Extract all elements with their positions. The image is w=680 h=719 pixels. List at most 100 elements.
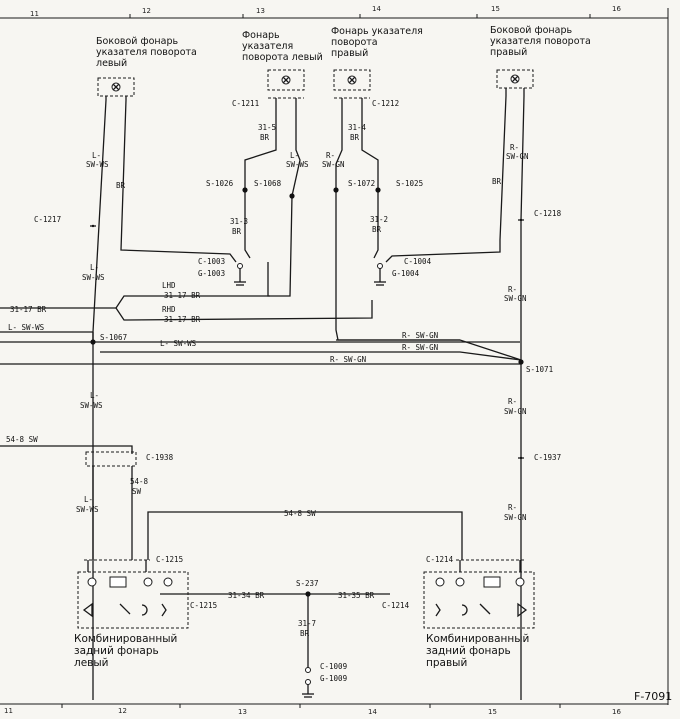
wire-swgn-rear: SW-GN bbox=[504, 513, 527, 522]
label-s1072: S-1072 bbox=[348, 179, 375, 188]
wire-br-3: BR bbox=[232, 227, 242, 236]
wire-swgn-s1071: SW-GN bbox=[504, 407, 527, 416]
label-g1009: G-1009 bbox=[320, 674, 347, 683]
wire-314: 31-4 bbox=[348, 123, 367, 132]
svg-text:задний фонарь: задний фонарь bbox=[426, 645, 511, 657]
wire-r-rear: R- bbox=[508, 503, 517, 512]
rear-lamp-left bbox=[77, 559, 189, 629]
svg-text:левый: левый bbox=[74, 657, 108, 669]
wire-swgn-front-right: SW-GN bbox=[322, 160, 345, 169]
wire-sw-vert: SW bbox=[132, 487, 142, 496]
label-c1003: C-1003 bbox=[198, 257, 225, 266]
side-lamp-left bbox=[97, 77, 135, 97]
label-s1067: S-1067 bbox=[100, 333, 127, 342]
wire-548-mid: 54-8 SW bbox=[284, 509, 316, 518]
svg-text:левый: левый bbox=[96, 58, 127, 69]
grid-top-13: 13 bbox=[256, 7, 265, 15]
wire-3117-left: 31-17 BR bbox=[10, 305, 47, 314]
title-front-right: Фонарь указателя поворота правый bbox=[331, 26, 423, 59]
wire-br-5: BR bbox=[300, 629, 310, 638]
label-s1071: S-1071 bbox=[526, 365, 553, 374]
grid-bottom-12: 12 bbox=[118, 707, 127, 715]
grid-top-12: 12 bbox=[142, 7, 151, 15]
splice-s1068 bbox=[289, 193, 295, 199]
label-c1215-top: C-1215 bbox=[156, 555, 183, 564]
front-lamp-left bbox=[267, 69, 305, 99]
wire-swws-rear: SW-WS bbox=[76, 505, 99, 514]
wire-l-rear: L- bbox=[84, 495, 93, 504]
label-c1937: C-1937 bbox=[534, 453, 561, 462]
label-s1025: S-1025 bbox=[396, 179, 423, 188]
wire-315: 31-5 bbox=[258, 123, 276, 132]
ground-g1009 bbox=[302, 667, 314, 698]
grid-top-11: 11 bbox=[30, 10, 39, 18]
svg-text:Фонарь: Фонарь bbox=[242, 30, 280, 41]
wire-swws-side-left: SW-WS bbox=[86, 160, 109, 169]
label-c1004: C-1004 bbox=[404, 257, 432, 266]
grid-top-15: 15 bbox=[491, 5, 500, 13]
label-c1217: C-1217 bbox=[34, 215, 61, 224]
label-g1004: G-1004 bbox=[392, 269, 420, 278]
wire-3117-lhd: 31-17 BR bbox=[164, 291, 201, 300]
label-g1003: G-1003 bbox=[198, 269, 225, 278]
wire-r-front-right: R- bbox=[326, 151, 335, 160]
splice-s1072 bbox=[333, 187, 339, 193]
label-s237: S-237 bbox=[296, 579, 319, 588]
label-c1211: C-1211 bbox=[232, 99, 259, 108]
wire-l-side-left: L- bbox=[92, 151, 101, 160]
wire-br-1: BR bbox=[260, 133, 270, 142]
wire-br-side-left: BR bbox=[116, 181, 126, 190]
wire-548-left: 54-8 SW bbox=[6, 435, 38, 444]
wire-r-c1218: R- bbox=[508, 285, 517, 294]
svg-text:поворота левый: поворота левый bbox=[242, 52, 323, 63]
svg-text:указателя: указателя bbox=[242, 41, 293, 52]
label-c1938: C-1938 bbox=[146, 453, 174, 462]
wire-313: 31-3 bbox=[230, 217, 248, 226]
connector-c1217 bbox=[90, 224, 96, 228]
front-lamp-right bbox=[333, 69, 371, 99]
wire-swgn-side-right: SW-GN bbox=[506, 152, 529, 161]
grid-bottom-15: 15 bbox=[488, 708, 497, 716]
grid-bottom-13: 13 bbox=[238, 708, 247, 716]
splice-s237 bbox=[305, 591, 311, 597]
wire-3134: 31-34 BR bbox=[228, 591, 265, 600]
wire-swgn-c1218: SW-GN bbox=[504, 294, 527, 303]
grid-top-14: 14 bbox=[372, 5, 381, 13]
wire-r-s1071: R- bbox=[508, 397, 517, 406]
title-side-left: Боковой фонарь указателя поворота левый bbox=[96, 36, 197, 69]
wire-3135: 31-35 BR bbox=[338, 591, 375, 600]
splice-s1071 bbox=[518, 359, 524, 365]
wire-br-side-right: BR bbox=[492, 177, 502, 186]
svg-text:поворота: поворота bbox=[331, 37, 378, 48]
wire-rswgn-a: R- SW-GN bbox=[402, 331, 438, 340]
side-lamp-right bbox=[496, 69, 534, 89]
wire-br-4: BR bbox=[372, 225, 382, 234]
label-c1212: C-1212 bbox=[372, 99, 399, 108]
label-c1214-top: C-1214 bbox=[426, 555, 454, 564]
wire-l-s1067: L- bbox=[90, 391, 99, 400]
wire-3117-rhd: 31-17 BR bbox=[164, 315, 201, 324]
svg-text:указателя поворота: указателя поворота bbox=[490, 36, 591, 47]
wire-swws-c1217: SW-WS bbox=[82, 273, 105, 282]
title-side-right: Боковой фонарь указателя поворота правый bbox=[490, 25, 591, 58]
wire-312: 31-2 bbox=[370, 215, 388, 224]
svg-text:правый: правый bbox=[426, 657, 467, 669]
wire-rswgn-c: R- SW-GN bbox=[330, 355, 366, 364]
label-lhd: LHD bbox=[162, 281, 176, 290]
splice-s1026 bbox=[242, 187, 248, 193]
label-rhd: RHD bbox=[162, 305, 176, 314]
grid-bottom-16: 16 bbox=[612, 708, 621, 716]
wire-548-vert: 54-8 bbox=[130, 477, 149, 486]
grid-bottom-14: 14 bbox=[368, 708, 377, 716]
label-c1218: C-1218 bbox=[534, 209, 562, 218]
ground-g1003 bbox=[234, 263, 246, 286]
rear-lamp-right bbox=[423, 559, 535, 629]
grid-top-16: 16 bbox=[612, 5, 621, 13]
figure-id: F-7091 bbox=[634, 690, 672, 703]
svg-text:указателя поворота: указателя поворота bbox=[96, 47, 197, 58]
wire-lswws-mid: L- SW-WS bbox=[160, 339, 197, 348]
svg-text:Боковой фонарь: Боковой фонарь bbox=[96, 36, 178, 47]
wire-r-side-right: R- bbox=[510, 143, 519, 152]
svg-text:задний фонарь: задний фонарь bbox=[74, 645, 159, 657]
label-c1009: C-1009 bbox=[320, 662, 347, 671]
